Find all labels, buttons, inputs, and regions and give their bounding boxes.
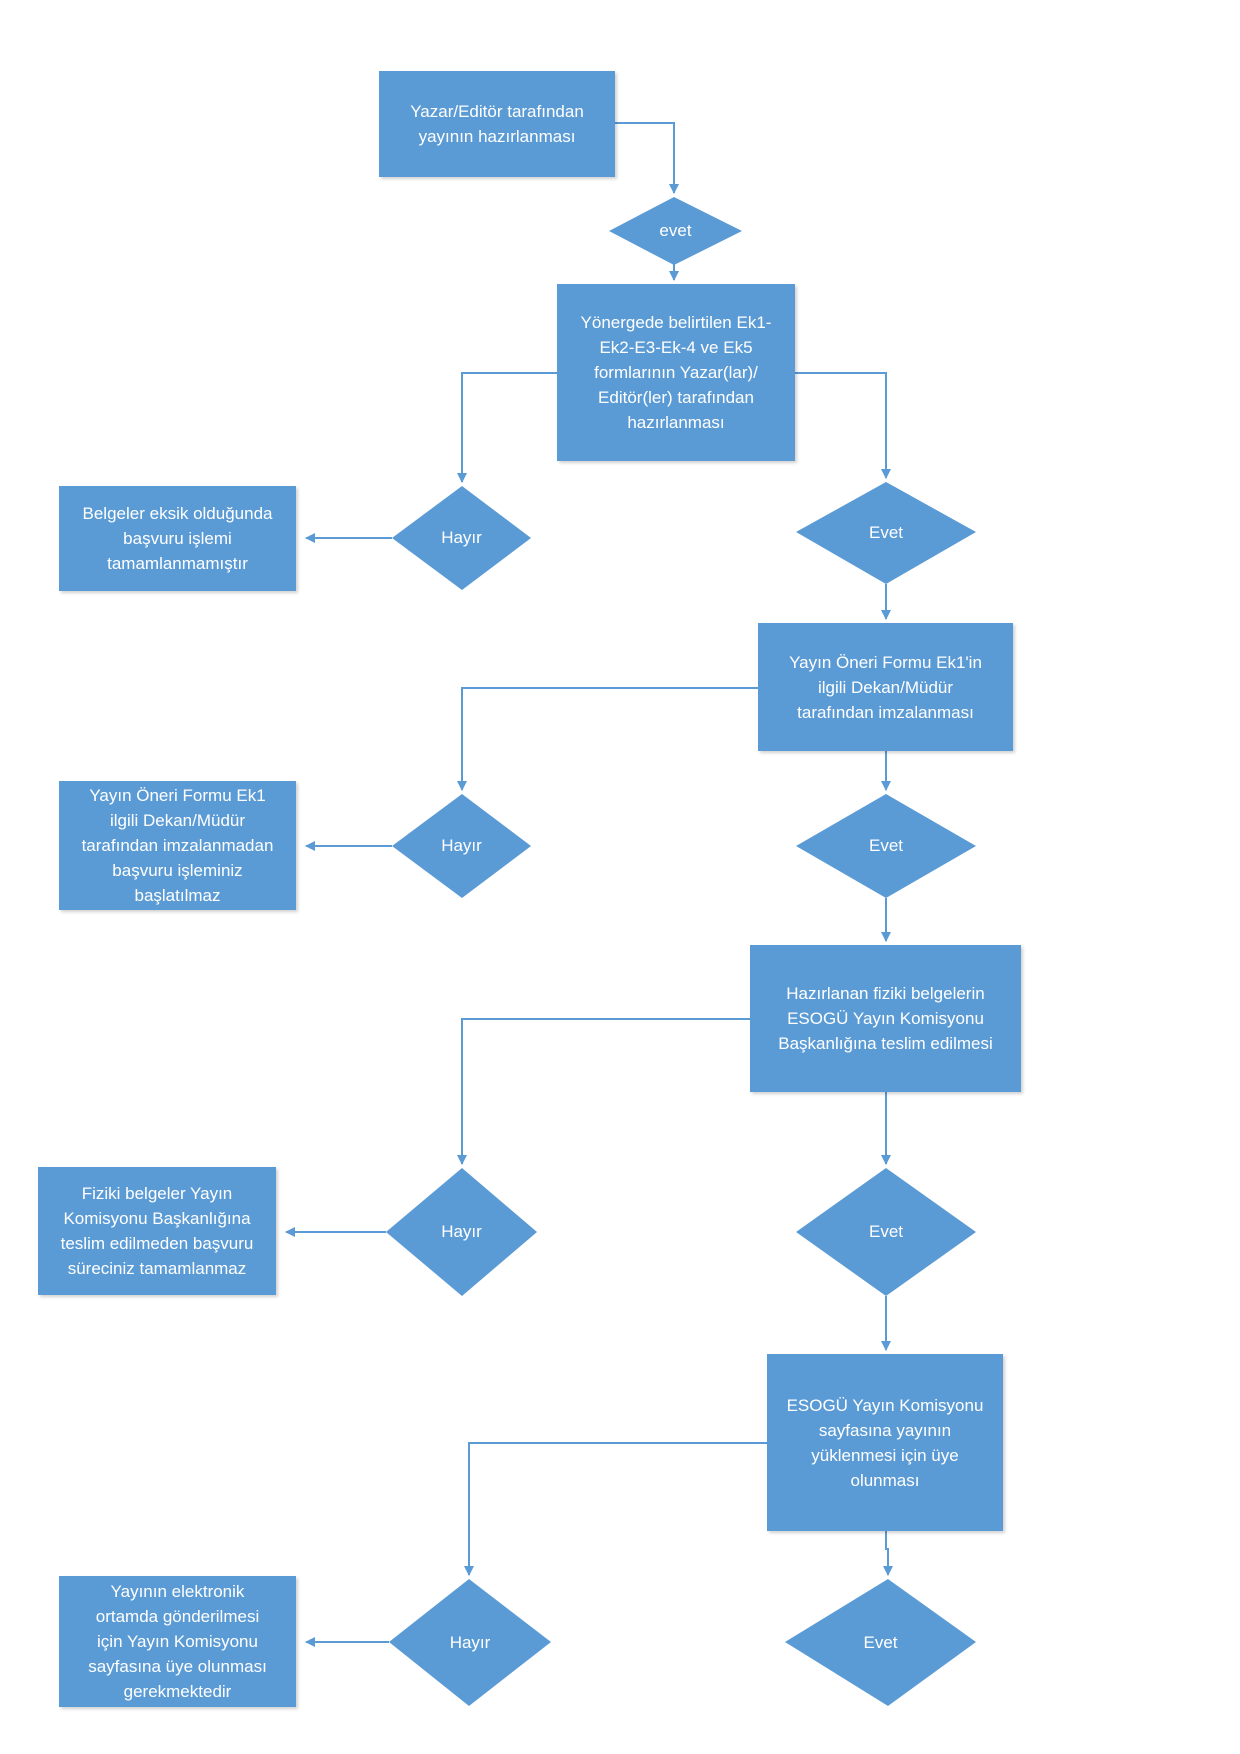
decision-d1-no [392,486,531,590]
process-ek1-sign: Yayın Öneri Formu Ek1'in ilgili Dekan/Mü… [758,623,1013,751]
decision-label-d2-no: Hayır [441,836,482,855]
decision-d2-no [392,794,531,898]
decision-d0 [609,197,742,265]
connector-register-to-d4-no [464,1442,767,1576]
connector-forms-to-d1-no [457,372,557,483]
decision-label-d3-yes: Evet [868,1222,904,1241]
connector-register-to-d4-yes [883,1531,893,1576]
decision-label-d0: evet [659,221,692,240]
connectors [285,122,893,1647]
connector-start-to-d0 [615,122,679,194]
decision-label-d3-no: Hayır [441,1222,482,1241]
decision-d4-no [389,1579,551,1706]
process-deliver: Hazırlanan fiziki belgelerin ESOGÜ Yayın… [750,945,1021,1092]
process-must-register: Yayının elektronik ortamda gönderilmesi … [59,1576,296,1707]
decision-label-d1-yes: Evet [868,523,904,542]
decision-d3-yes [796,1168,976,1296]
decision-d3-no [386,1168,537,1296]
connector-ek1-to-d2-no [457,687,758,791]
decision-shapes [386,197,976,1706]
process-register: ESOGÜ Yayın Komisyonu sayfasına yayının … [767,1354,1003,1531]
decision-label-d4-yes: Evet [863,1632,898,1652]
decision-label-d2-yes: Evet [868,836,904,855]
process-forms: Yönergede belirtilen Ek1- Ek2-E3-Ek-4 ve… [557,284,795,461]
process-ek1-unsigned: Yayın Öneri Formu Ek1 ilgili Dekan/Müdür… [59,781,296,910]
decision-d2-yes [796,794,976,898]
process-not-delivered: Fiziki belgeler Yayın Komisyonu Başkanlı… [38,1167,276,1295]
decision-label-d1-no: Hayır [441,528,482,547]
decision-d4-yes [785,1579,976,1706]
process-start: Yazar/Editör tarafından yayının hazırlan… [379,71,615,177]
connector-forms-to-d1-yes [795,372,891,479]
decision-label-d4-no: Hayır [449,1632,491,1652]
process-missing-docs: Belgeler eksik olduğunda başvuru işlemi … [59,486,296,591]
connector-deliver-to-d3-no [457,1018,750,1165]
decision-d1-yes [796,482,976,584]
